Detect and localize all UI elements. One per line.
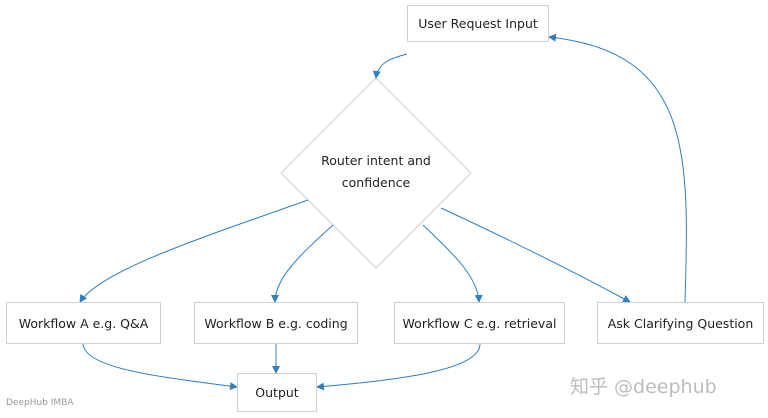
edge-workflow-c-to-output (316, 343, 481, 391)
node-workflow-c: Workflow C e.g. retrieval (394, 302, 565, 344)
node-user-request-input: User Request Input (407, 5, 549, 42)
node-workflow-b-label: Workflow B e.g. coding (204, 315, 348, 331)
node-workflow-b: Workflow B e.g. coding (194, 302, 358, 344)
footer-credit: DeepHub IMBA (6, 398, 74, 408)
router-diamond (280, 77, 472, 269)
node-workflow-c-label: Workflow C e.g. retrieval (402, 315, 557, 331)
node-output-label: Output (255, 385, 299, 400)
node-router-label: Router intent and confidence (321, 153, 431, 190)
edge-workflow-a-to-output (82, 343, 238, 391)
node-workflow-a: Workflow A e.g. Q&A (6, 302, 161, 344)
node-ask-clarifying-question: Ask Clarifying Question (597, 302, 764, 344)
node-ask-clarifying-question-label: Ask Clarifying Question (607, 315, 754, 331)
edge-router-to-workflow-a (79, 199, 309, 303)
edge-ask-clarifying-to-input (548, 33, 687, 303)
edge-router-to-workflow-b (271, 224, 334, 303)
node-workflow-a-label: Workflow A e.g. Q&A (18, 315, 149, 331)
watermark-text: 知乎 @deephub (570, 376, 717, 398)
edge-router-to-workflow-c (422, 224, 483, 303)
node-output: Output (237, 373, 317, 412)
node-user-request-input-label: User Request Input (418, 16, 538, 31)
edge-router-to-ask-clarifying (440, 207, 631, 303)
edge-input-to-router (372, 53, 408, 79)
